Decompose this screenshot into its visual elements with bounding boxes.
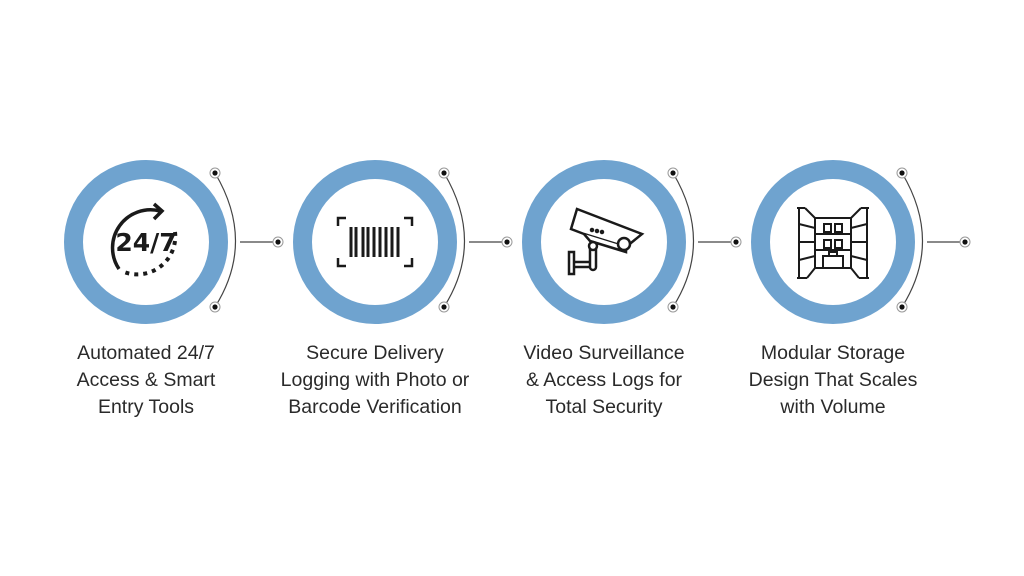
label-line: Automated 24/7 <box>77 342 215 364</box>
security-camera-icon <box>567 207 645 276</box>
clock-24-7-icon: 24/7 <box>110 202 178 277</box>
label-line: Barcode Verification <box>288 396 462 418</box>
label-line: & Access Logs for <box>525 369 683 391</box>
step-4-label: Modular Storage Design That Scales with … <box>723 340 943 421</box>
step-1-label: Automated 24/7 Access & Smart Entry Tool… <box>36 340 256 421</box>
step-3 <box>522 160 742 324</box>
label-line: Entry Tools <box>97 396 195 418</box>
step-3-label: Video Surveillance & Access Logs for Tot… <box>494 340 714 421</box>
icon-text: 24/7 <box>115 228 176 257</box>
label-line: Design That Scales <box>748 369 918 391</box>
label-line: Secure Delivery <box>306 342 444 364</box>
storage-shelves-icon <box>797 207 869 279</box>
step-4 <box>751 160 971 324</box>
label-line: Modular Storage <box>760 342 906 364</box>
step-1: 24/7 <box>64 160 284 324</box>
barcode-icon <box>336 216 414 268</box>
label-line: Video Surveillance <box>523 342 685 364</box>
step-2-label: Secure Delivery Logging with Photo or Ba… <box>265 340 485 421</box>
label-line: Access & Smart <box>76 369 216 391</box>
label-line: Total Security <box>545 396 663 418</box>
label-line: Logging with Photo or <box>280 369 470 391</box>
ring <box>751 160 915 324</box>
ring <box>64 160 228 324</box>
step-2 <box>293 160 513 324</box>
label-line: with Volume <box>780 396 886 418</box>
